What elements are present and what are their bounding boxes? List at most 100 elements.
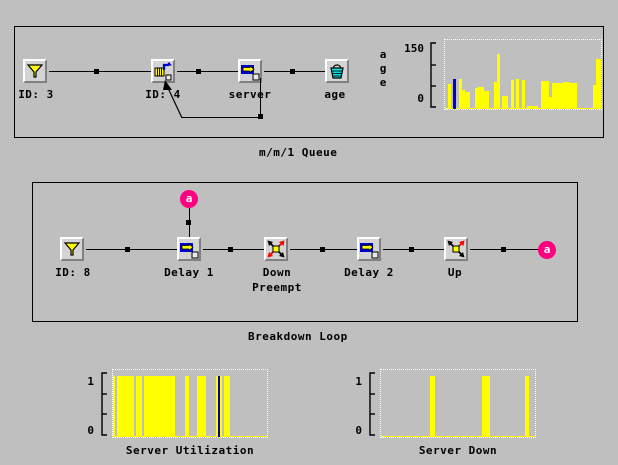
server-down-plot[interactable] [380,369,536,438]
port-delay2-out [409,247,414,252]
age-histogram-bar [453,78,457,109]
age-histogram-bar [461,89,465,109]
wire-terminal-to-delay1 [189,208,190,246]
breakdown-up-label: Up [447,266,463,279]
age-histogram-bar [464,92,468,109]
server-utilization-bar [137,376,141,437]
server-utilization-bar [217,376,221,437]
terminal-a-top[interactable]: a [180,190,198,208]
down-preempt-icon [267,240,285,258]
utilization-tick-max: 1 [87,375,94,388]
age-histogram-bar [532,106,536,109]
server-utilization-bar [223,376,227,437]
port-queue-out [196,69,201,74]
port-server-out [290,69,295,74]
server-utilization-bar [172,376,175,437]
server-utilization-bar [219,376,223,437]
wire-queue-server [177,71,239,72]
breakdown-source-label: ID: 8 [55,266,91,279]
server-utilization-bar [164,376,167,437]
age-plot-vertical-label: age a g e [376,48,390,90]
age-histogram-bar [549,97,553,109]
age-histogram-plot[interactable] [444,39,602,110]
breakdown-delay2-label: Delay 2 [344,266,394,279]
age-histogram-bar [595,59,599,109]
server-utilization-bar [154,376,157,437]
age-vlabel-char-g: g [379,62,387,75]
age-histogram-bar [568,82,572,109]
server-utilization-bar [125,376,128,437]
age-histogram-bar [494,82,498,109]
server-utilization-bar [170,376,173,437]
server-utilization-bar [186,376,190,437]
mm1-panel-caption: m/m/1 Queue [259,146,338,159]
server-down-bar [524,376,528,437]
age-histogram-bar [598,59,601,109]
breakdown-down-label-line1: Down [262,266,292,279]
server-utilization-bar [131,376,134,437]
age-histogram-bar [477,87,481,109]
age-histogram-bar [466,92,471,109]
age-histogram-bar [447,83,451,109]
age-histogram-bar [475,88,479,109]
panel-breakdown-loop [32,182,578,322]
mm1-server-node[interactable] [238,59,262,83]
server-down-bar [430,376,433,437]
age-histogram-bar [565,82,569,109]
server-utilization-bar [168,376,171,437]
utilization-tick-min: 0 [87,424,94,437]
breakdown-down-node[interactable] [264,237,288,261]
terminal-a-end[interactable]: a [538,241,556,259]
server-utilization-bar [121,376,124,437]
breakdown-source-node[interactable] [60,237,84,261]
age-histogram-bar [540,81,544,109]
port-source-out [94,69,99,74]
breakdown-up-node[interactable] [444,237,468,261]
port-terminal-a-top [186,220,191,225]
age-histogram-bar [557,82,561,109]
server-utilization-bar [143,376,147,437]
age-histogram-bar [483,90,487,109]
port-down-out [320,247,325,252]
server-utilization-bar [215,376,219,437]
server-utilization-bar [201,376,204,437]
breakdown-delay1-node[interactable] [177,237,201,261]
server-utilization-bar [145,376,149,437]
server-utilization-bar [119,376,122,437]
age-histogram-bar [510,80,514,109]
server-utilization-bar [203,376,206,437]
breakdown-delay2-node[interactable] [357,237,381,261]
age-histogram-bar [554,82,558,109]
wire-feedback-diagonal [163,80,183,119]
mm1-source-node[interactable] [23,59,47,83]
up-icon [447,240,465,258]
wire-server-sink [264,71,326,72]
mm1-server-label: server [228,88,272,101]
age-histogram-bar [543,81,547,109]
age-histogram-bar [535,106,539,109]
server-utilization-bar [147,376,151,437]
port-feedback [258,114,263,119]
queue-icon [154,62,172,81]
server-utilization-bar [129,376,132,437]
age-histogram-bar [551,82,555,109]
server-utilization-bar [184,376,188,437]
age-vlabel-char-e: e [379,76,387,89]
mm1-sink-label: age [324,88,346,101]
age-histogram-bar [458,78,462,109]
delay-icon [360,243,379,259]
server-utilization-bar [117,376,120,437]
server-utilization-plot[interactable] [112,369,268,438]
age-histogram-bar [559,82,564,109]
wire-delay1-down [203,249,265,250]
server-utilization-bar [225,376,229,437]
breakdown-delay1-label: Delay 1 [164,266,214,279]
mm1-queue-node[interactable] [151,59,175,83]
server-utilization-bar [149,376,153,437]
server-down-caption: Server Down [418,444,498,457]
mm1-sink-node[interactable] [325,59,349,83]
funnel-icon [26,64,44,78]
port-bsource-out [125,247,130,252]
utilization-axis-bracket [101,372,107,436]
